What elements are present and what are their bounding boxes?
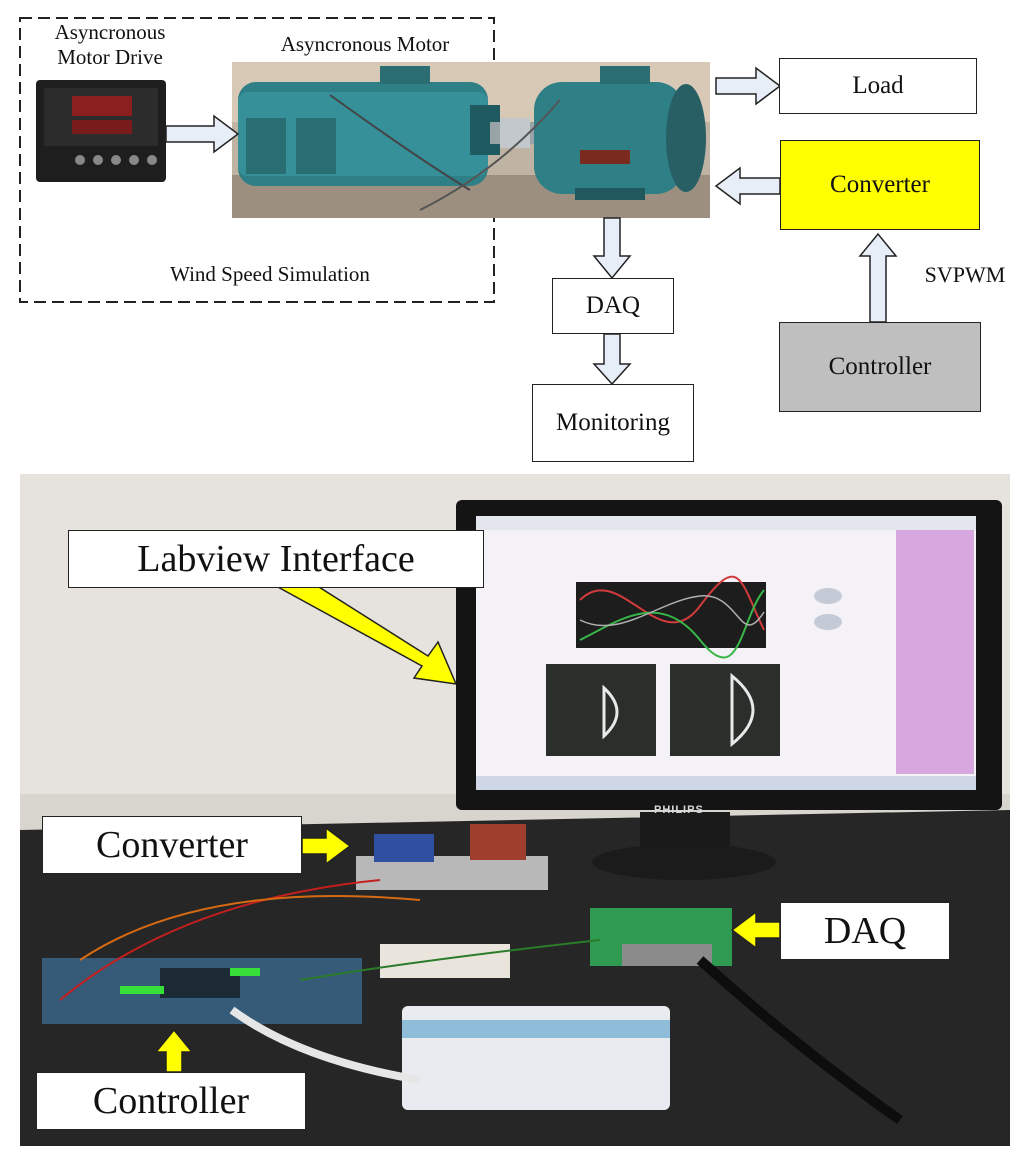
- controller-to-converter-arrow: [858, 232, 898, 323]
- motor-photo: [232, 62, 710, 218]
- daq-label: DAQ: [585, 292, 641, 319]
- motor-label: Asyncronous Motor: [280, 32, 450, 56]
- converter-label: Converter: [830, 171, 930, 198]
- controller-callout: Controller: [36, 1072, 306, 1130]
- load-label: Load: [852, 72, 904, 99]
- load-block: Load: [779, 58, 977, 114]
- converter-block: Converter: [780, 140, 980, 230]
- daq-to-monitoring-arrow: [592, 333, 632, 386]
- monitoring-block: Monitoring: [532, 384, 694, 462]
- controller-block: Controller: [779, 322, 981, 412]
- converter-callout-label: Converter: [96, 824, 248, 866]
- labview-callout: Labview Interface: [68, 530, 484, 588]
- monitor-brand: PHILIPS: [654, 804, 704, 816]
- controller-label: Controller: [828, 353, 932, 380]
- motor-to-load-arrow: [715, 66, 782, 106]
- converter-callout: Converter: [42, 816, 302, 874]
- controller-callout-label: Controller: [92, 1080, 250, 1122]
- converter-to-motor-arrow: [714, 166, 781, 206]
- drive-to-motor-arrow: [165, 114, 240, 154]
- svpwm-label: SVPWM: [924, 262, 1006, 287]
- daq-pointer-arrow: [730, 910, 781, 950]
- motor-drive-photo: [36, 80, 166, 182]
- daq-callout-label: DAQ: [823, 910, 907, 952]
- labview-callout-label: Labview Interface: [137, 538, 415, 580]
- controller-pointer-arrow: [154, 1028, 194, 1073]
- wind-speed-label: Wind Speed Simulation: [170, 262, 370, 286]
- converter-pointer-arrow: [301, 826, 352, 866]
- drive-label: Asyncronous Motor Drive: [54, 20, 166, 70]
- motor-to-daq-arrow: [592, 217, 632, 280]
- daq-block: DAQ: [552, 278, 674, 334]
- monitoring-label: Monitoring: [556, 409, 670, 436]
- daq-callout: DAQ: [780, 902, 950, 960]
